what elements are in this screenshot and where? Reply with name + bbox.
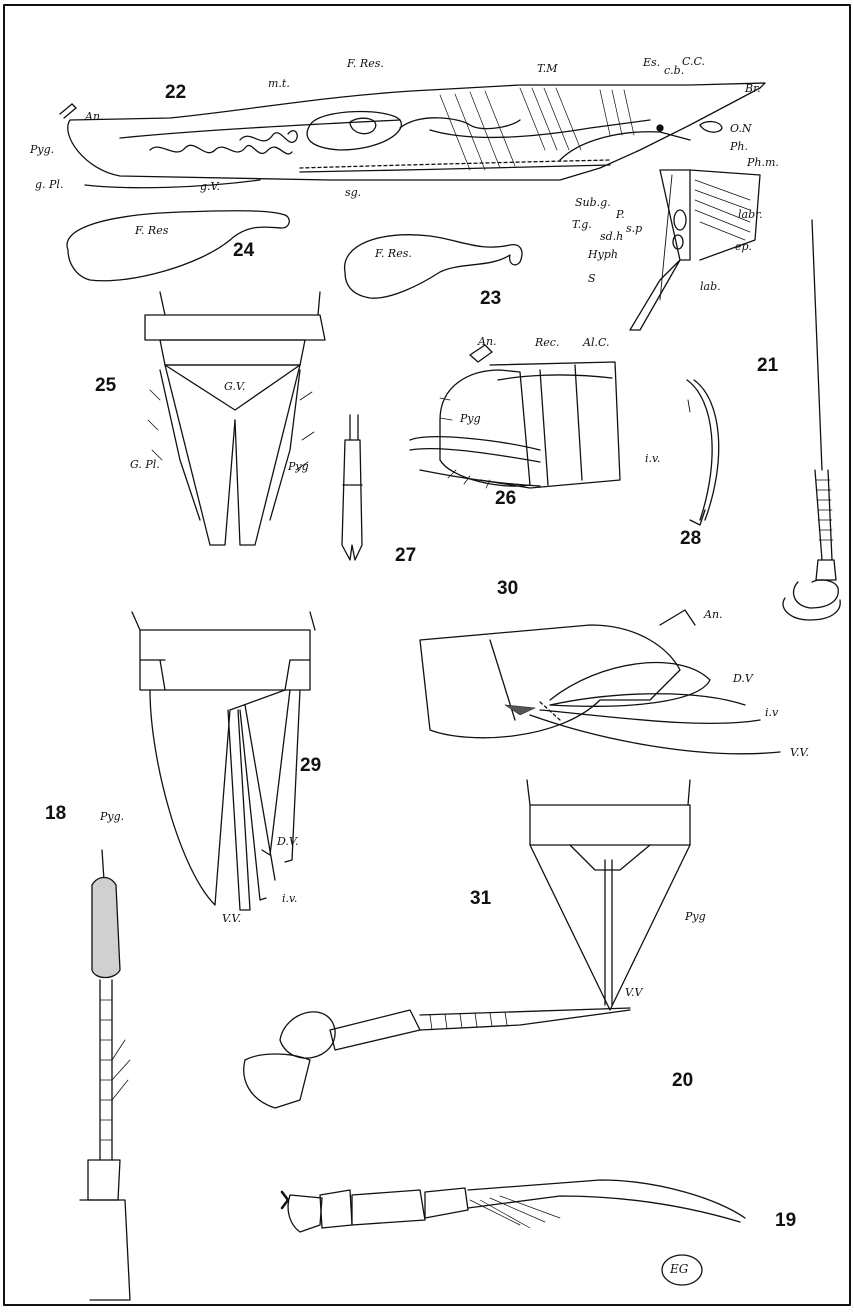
figure-number-26: 26 [495,488,516,510]
fig22-label-phm: Ph.m. [747,156,779,169]
figure-number-18: 18 [45,803,66,825]
fig19-drawing [282,1180,745,1232]
fig23-label-fres: F. Res. [375,247,412,260]
fig22-label-hyph: Hyph [588,248,618,261]
figure-number-30: 30 [497,578,518,600]
fig22-label-tm: T.M [537,62,557,75]
fig31-drawing [527,780,690,1010]
fig30-label-dv: D.V [733,672,753,685]
figure-number-29: 29 [300,755,321,777]
fig29-label-vv: V.V. [222,912,241,925]
fig22-label-cc: C.C. [682,55,705,68]
fig21-drawing [783,220,840,620]
figure-number-20: 20 [672,1070,693,1092]
fig22-label-on: O.N [730,122,752,135]
fig30-label-vv: V.V. [790,746,809,759]
figure-number-27: 27 [395,545,416,567]
figure-number-28: 28 [680,528,701,550]
fig22-label-labr: labr. [738,208,763,221]
fig22-label-ep: ep. [735,240,752,253]
fig25-drawing [145,292,325,545]
fig22-label-s: S [588,272,596,285]
fig22-label-lab: lab. [700,280,721,293]
fig22-label-ph: Ph. [730,140,748,153]
fig27-drawing [342,415,362,560]
fig22-label-subg: Sub.g. [575,196,611,209]
figure-number-31: 31 [470,888,491,910]
fig30-label-an: An. [704,608,723,621]
fig24-drawing [67,211,289,281]
fig22-label-pyg: Pyg. [30,143,54,156]
fig22-label-fres: F. Res. [347,57,384,70]
fig25-label-gv: G.V. [224,380,245,393]
fig26-label-alc: Al.C. [583,336,609,349]
fig31-label-pyg: Pyg [685,910,706,923]
figure-number-25: 25 [95,375,116,397]
figure-number-19: 19 [775,1210,796,1232]
fig28-drawing [687,380,719,525]
fig22-label-sp: s.p [626,222,642,235]
fig22-drawing [60,83,765,330]
fig26-label-pyg: Pyg [460,412,481,425]
fig18-drawing [80,850,130,1300]
fig26-drawing [410,345,620,488]
fig25-label-pyg: Pyg [288,460,309,473]
fig22-label-mt: m.t. [268,77,290,90]
fig22-label-tg: T.g. [572,218,592,231]
figure-number-21: 21 [757,355,778,377]
fig22-label-gpl: g. Pl. [35,178,63,191]
artist-monogram: EG [670,1262,688,1276]
fig22-label-sg: sg. [345,186,361,199]
fig30-drawing [420,610,780,754]
fig29-label-dv: D.V. [277,835,298,848]
fig26-label-rec: Rec. [535,336,559,349]
fig30-label-iv: i.v [765,706,778,719]
fig28-label-iv: i.v. [645,452,660,465]
figure-number-22: 22 [165,82,186,104]
fig22-label-es: Es. [643,56,660,69]
fig29-label-pyg: Pyg. [100,810,124,823]
fig26-label-an: An. [478,335,497,348]
fig29-drawing [132,612,315,910]
fig29-label-iv: i.v. [282,892,297,905]
figure-number-23: 23 [480,288,501,310]
fig22-label-br: Br. [745,82,761,95]
fig22-label-gv: g.V. [200,180,220,193]
fig22-label-sdh: sd.h [600,230,623,243]
fig22-label-p: P. [616,208,625,221]
fig31-label-vv: V.V [625,986,642,999]
fig25-label-gpl: G. Pl. [130,458,160,471]
fig22-label-an: An. [85,110,104,123]
figure-number-24: 24 [233,240,254,262]
fig20-drawing [244,1008,630,1108]
fig24-label-fres: F. Res [135,224,168,237]
